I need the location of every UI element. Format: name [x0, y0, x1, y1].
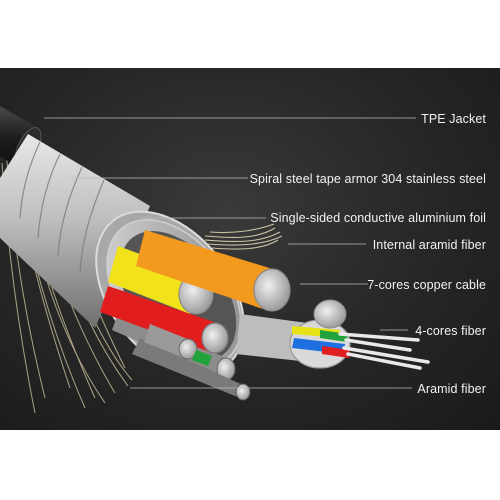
tpe-jacket	[0, 106, 38, 168]
label-copper-cable: 7-cores copper cable	[367, 278, 486, 292]
glass-fibers	[338, 332, 430, 370]
label-tpe-jacket: TPE Jacket	[421, 112, 486, 126]
orange-core	[136, 230, 291, 312]
armor-spiral-bands	[19, 141, 105, 274]
cable-illustration	[0, 106, 430, 414]
label-aramid-fiber: Aramid fiber	[417, 382, 486, 396]
label-four-cores-fiber: 4-cores fiber	[415, 324, 486, 338]
red-core	[100, 286, 229, 354]
leader-lines	[44, 117, 416, 389]
small-grey-core	[144, 324, 212, 366]
label-aluminium-foil: Single-sided conductive aluminium foil	[270, 211, 486, 225]
cable-diagram-panel: TPE Jacket Spiral steel tape armor 304 s…	[0, 68, 500, 430]
label-internal-aramid: Internal aramid fiber	[372, 238, 486, 252]
internal-aramid-tuft	[204, 223, 283, 250]
label-steel-armor: Spiral steel tape armor 304 stainless st…	[249, 172, 486, 186]
